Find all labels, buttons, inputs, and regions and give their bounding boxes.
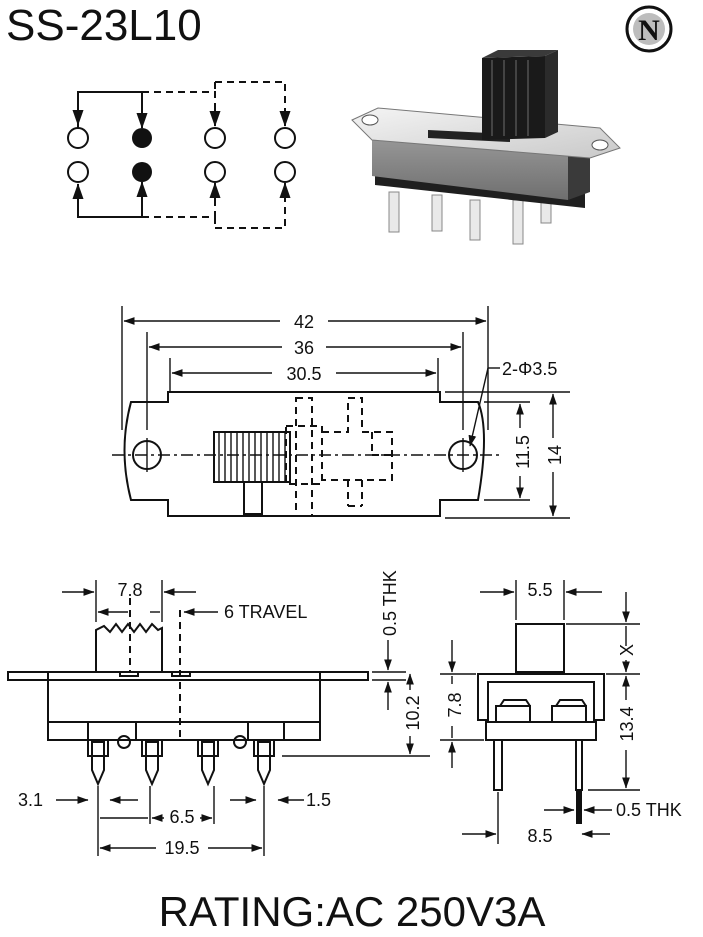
end-dim-8-5: 8.5	[527, 826, 552, 846]
side-dim-10-2: 10.2	[403, 695, 423, 730]
side-pins	[87, 739, 275, 787]
side-dim-19-5: 19.5	[164, 838, 199, 858]
dim-36: 36	[294, 338, 314, 358]
side-view: 7.8 6 TRAVEL 0.5 THK 10.2 3.1 1.5 6.5	[7, 570, 430, 858]
dim-hole: 2-Φ3.5	[502, 359, 557, 379]
side-dim-7-8: 7.8	[117, 580, 142, 600]
dim-11-5: 11.5	[513, 435, 533, 469]
dim-14: 14	[545, 445, 565, 465]
end-dim-5-5: 5.5	[527, 580, 552, 600]
side-thk: 0.5 THK	[380, 570, 400, 636]
logo-letter: N	[638, 14, 660, 47]
end-dim-7-8: 7.8	[445, 692, 465, 717]
switch-photo	[351, 50, 621, 245]
part-title: SS-23L10	[6, 1, 202, 50]
dim-42: 42	[294, 312, 314, 332]
top-view: 42 36 30.5	[112, 306, 570, 519]
side-dim-1-5: 1.5	[306, 790, 331, 810]
end-dim-13-4: 13.4	[617, 706, 637, 741]
rating-label: RATING:AC 250V3A	[159, 888, 546, 935]
end-dim-x: X	[617, 644, 637, 656]
n-circle-logo-icon: N	[625, 5, 673, 53]
side-travel: 6 TRAVEL	[224, 602, 307, 622]
contact-schematic	[67, 81, 296, 229]
end-thk: 0.5 THK	[616, 800, 682, 820]
side-dim-3-1: 3.1	[18, 790, 43, 810]
dim-30-5: 30.5	[286, 364, 321, 384]
side-dim-6-5: 6.5	[169, 807, 194, 827]
end-view: 5.5 X 13.4 7.8 0.5 THK 8.5	[440, 580, 682, 846]
